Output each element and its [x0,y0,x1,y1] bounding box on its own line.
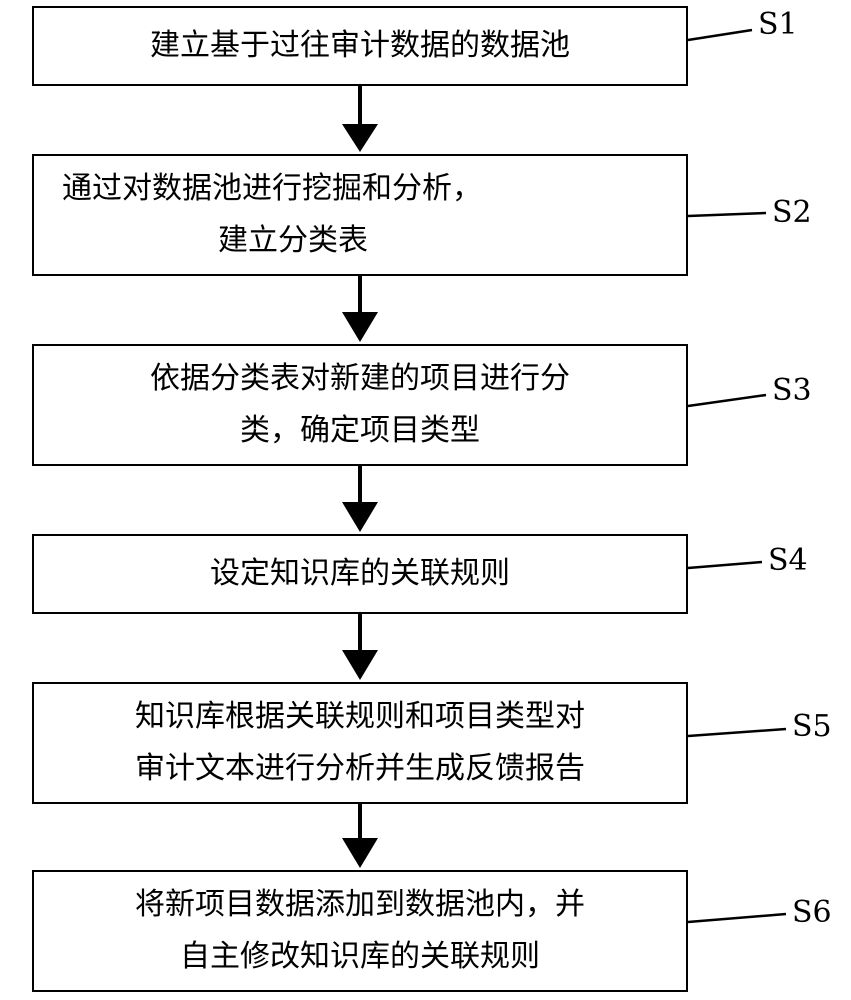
step-s2-text-line-1: 通过对数据池进行挖掘和分析， [62,171,482,206]
step-box-s2: 通过对数据池进行挖掘和分析， 建立分类表 [32,154,688,276]
step-box-s1: 建立基于过往审计数据的数据池 [32,6,688,86]
step-s5-text-line-2: 审计文本进行分析并生成反馈报告 [135,751,585,786]
leader-line-s5 [687,727,787,738]
step-label-s3: S3 [772,373,812,408]
step-s5-text-line-1: 知识库根据关联规则和项目类型对 [135,699,585,734]
leader-line-s1 [687,28,753,42]
step-label-s4: S4 [768,543,808,578]
step-s1-text: 建立基于过往审计数据的数据池 [150,28,570,63]
step-label-s6: S6 [792,895,832,930]
step-label-s5: S5 [792,709,832,744]
step-s6-text-line-2: 自主修改知识库的关联规则 [180,939,540,974]
step-s6-text-line-1: 将新项目数据添加到数据池内，并 [135,887,585,922]
step-label-s1: S1 [758,7,798,42]
leader-line-s6 [687,912,787,924]
step-s2-text-line-2: 建立分类表 [218,223,368,258]
step-s4-text: 设定知识库的关联规则 [210,556,510,591]
leader-line-s2 [687,211,767,218]
step-s3-text-line-2: 类，确定项目类型 [240,413,480,448]
leader-line-s4 [687,560,763,570]
arrow-s3-s4 [342,466,378,532]
step-box-s3: 依据分类表对新建的项目进行分 类，确定项目类型 [32,344,688,466]
arrow-s5-s6 [342,804,378,868]
arrow-s2-s3 [342,276,378,342]
step-box-s6: 将新项目数据添加到数据池内，并 自主修改知识库的关联规则 [32,870,688,992]
arrow-s1-s2 [342,86,378,152]
leader-line-s3 [687,393,767,408]
arrow-s4-s5 [342,614,378,680]
step-box-s4: 设定知识库的关联规则 [32,534,688,614]
step-box-s5: 知识库根据关联规则和项目类型对 审计文本进行分析并生成反馈报告 [32,682,688,804]
step-label-s2: S2 [772,195,812,230]
step-s3-text-line-1: 依据分类表对新建的项目进行分 [150,361,570,396]
